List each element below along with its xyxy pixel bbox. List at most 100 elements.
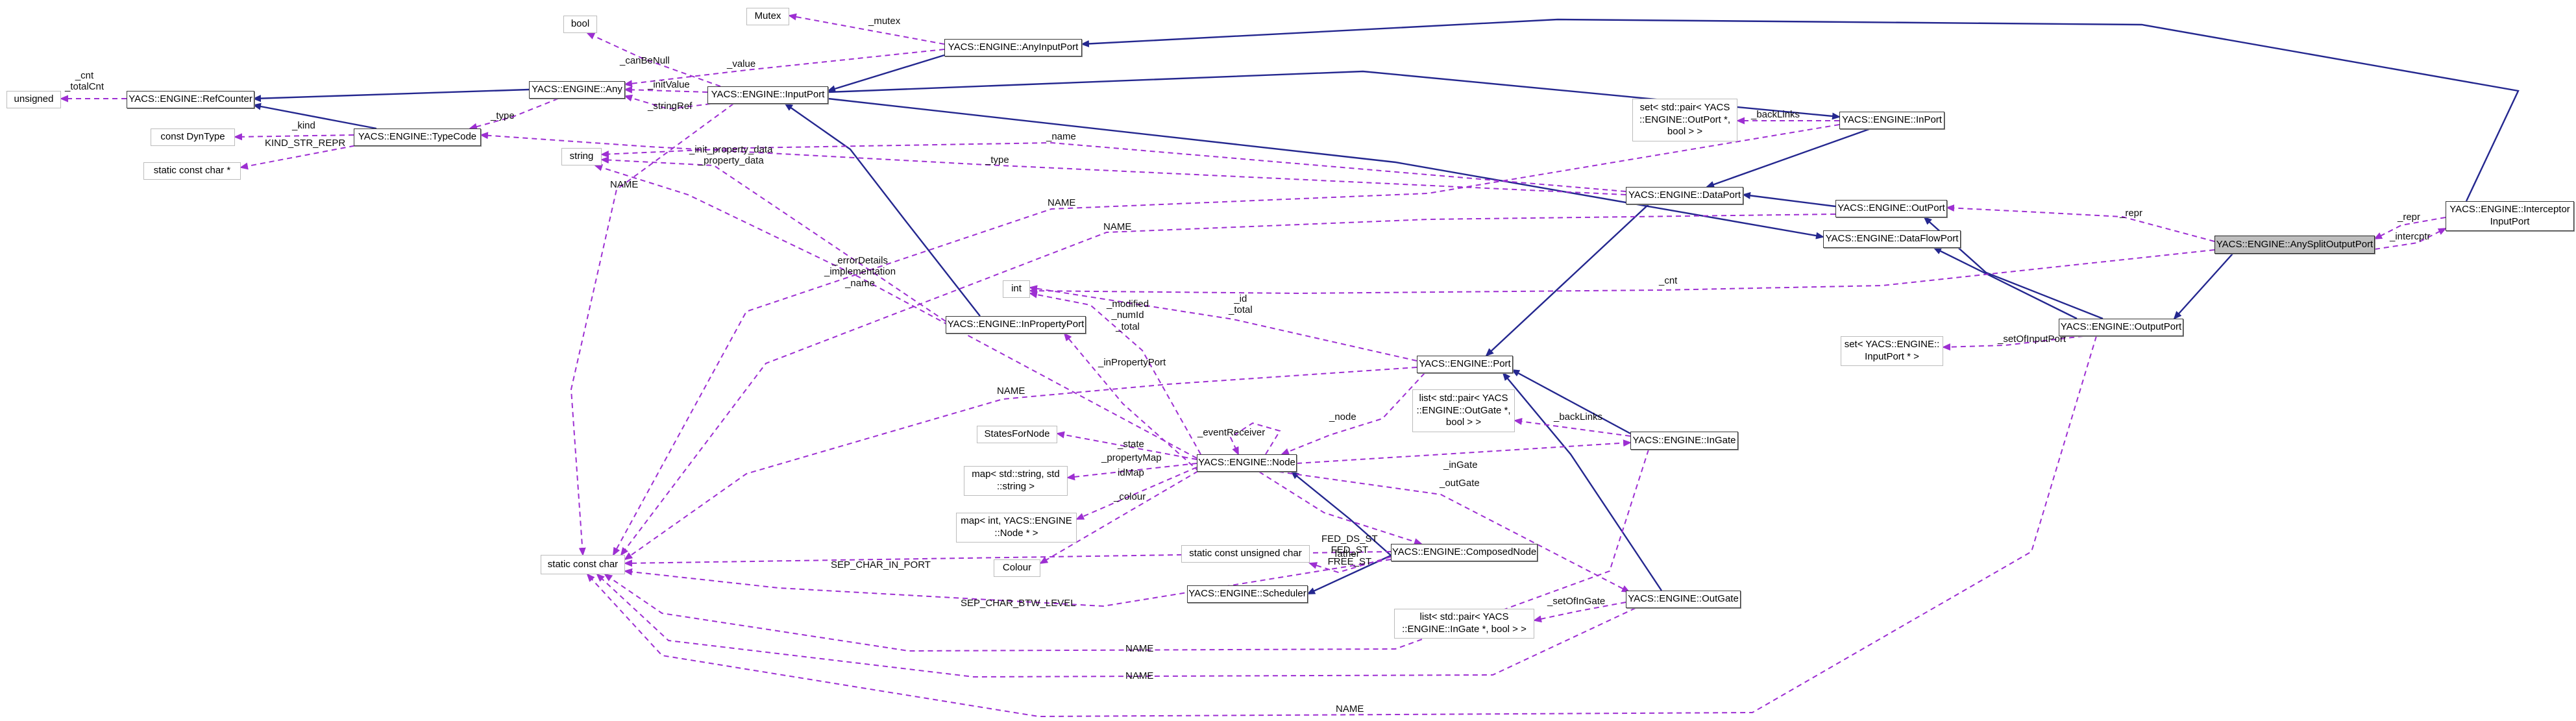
inheritance-edge-any-input-port-to-input-port <box>827 54 945 93</box>
edge-label-line: _value <box>727 58 756 69</box>
node-label-line: YACS::ENGINE::DataFlowPort <box>1825 233 1959 245</box>
node-data-port[interactable]: YACS::ENGINE::DataPort <box>1626 187 1743 204</box>
usage-edge-node-to-in-property-port <box>1063 332 1200 472</box>
node-port[interactable]: YACS::ENGINE::Port <box>1417 356 1513 373</box>
edge-label-kind-str-repr: KIND_STR_REPR <box>265 138 345 149</box>
edge-label-line: SEP_CHAR_BTW_LEVEL <box>961 598 1076 609</box>
edge-label-name: NAME <box>1125 643 1153 654</box>
node-list-ingate-pairs: list< std::pair< YACS::ENGINE::InGate *,… <box>1394 609 1534 639</box>
node-node[interactable]: YACS::ENGINE::Node <box>1197 454 1297 472</box>
node-label-line: InputPort <box>2490 216 2530 227</box>
node-type-code[interactable]: YACS::ENGINE::TypeCode <box>354 128 481 146</box>
usage-edge-in-port-to-static-const-char <box>613 124 1840 556</box>
edge-label--outgate: _outGate <box>1440 478 1480 489</box>
node-composed-node[interactable]: YACS::ENGINE::ComposedNode <box>1391 544 1538 561</box>
node-any-input-port[interactable]: YACS::ENGINE::AnyInputPort <box>944 39 1082 56</box>
node-scheduler[interactable]: YACS::ENGINE::Scheduler <box>1187 585 1308 603</box>
node-any[interactable]: YACS::ENGINE::Any <box>529 81 625 99</box>
edge-label-line: _stringRef <box>648 101 693 112</box>
usage-edge-any-split-output-port-to-out-port <box>1946 204 2215 242</box>
node-label-line: YACS::ENGINE::TypeCode <box>358 131 477 143</box>
node-in-port[interactable]: YACS::ENGINE::InPort <box>1839 112 1944 129</box>
node-label-line: list< std::pair< YACS <box>1419 611 1509 623</box>
node-label-line: bool > > <box>1667 126 1703 138</box>
edge-label-line: _outGate <box>1440 478 1480 489</box>
usage-edge-out-gate-to-list-ingate-pairs <box>1533 602 1626 623</box>
edge-label-line: _inGate <box>1443 459 1478 470</box>
edge-label-line: _cnt <box>1659 275 1678 286</box>
edge-label--kind: _kind <box>292 120 315 131</box>
edge-label-line: _father <box>1329 548 1360 559</box>
node-label-line: YACS::ENGINE::DataPort <box>1628 189 1741 201</box>
node-label-line: unsigned <box>14 93 54 105</box>
node-any-split-output-port[interactable]: YACS::ENGINE::AnySplitOutputPort <box>2214 236 2375 254</box>
node-input-port[interactable]: YACS::ENGINE::InputPort <box>707 86 828 104</box>
node-label-line: YACS::ENGINE::InGate <box>1632 434 1736 446</box>
node-in-gate[interactable]: YACS::ENGINE::InGate <box>1630 432 1738 450</box>
usage-edge-interceptor-input-port-to-any-split-output-port <box>2374 217 2446 239</box>
usage-edge-node-to-map-string-string <box>1066 463 1197 481</box>
edge-label-line: _modified <box>1107 299 1149 310</box>
node-ref-counter[interactable]: YACS::ENGINE::RefCounter <box>127 91 254 108</box>
edge-label-line: _implementation <box>824 266 896 278</box>
edge-label-sep-char-in-port: SEP_CHAR_IN_PORT <box>831 559 931 570</box>
edge-label-line: KIND_STR_REPR <box>265 138 346 149</box>
node-int: int <box>1003 280 1030 298</box>
edge-label-line: _type <box>985 154 1009 165</box>
node-states-for-node: StatesForNode <box>977 426 1057 443</box>
edge-label--eventreceiver: _eventReceiver <box>1197 427 1265 438</box>
node-label-line: YACS::ENGINE::OutputPort <box>2060 321 2182 333</box>
edge-label--state: _state <box>1118 439 1144 450</box>
node-label-line: Mutex <box>754 10 781 22</box>
edge-label--ingate: _inGate <box>1443 459 1478 470</box>
edge-label-line: _propertyMap <box>1101 452 1162 463</box>
usage-edge-port-to-int <box>1029 285 1417 361</box>
node-label-line: static const char * <box>153 165 231 177</box>
node-out-gate[interactable]: YACS::ENGINE::OutGate <box>1626 591 1741 608</box>
node-const-dyn-type: const DynType <box>151 128 235 146</box>
usage-edge-node-to-string <box>594 164 1197 459</box>
node-label-line: ::ENGINE::InGate *, bool > > <box>1402 624 1527 635</box>
node-colour: Colour <box>994 559 1040 577</box>
edge-label-line: _node <box>1329 411 1356 422</box>
node-label-line: YACS::ENGINE::Node <box>1198 457 1295 469</box>
node-out-port[interactable]: YACS::ENGINE::OutPort <box>1835 200 1947 217</box>
edge-label--value: _value <box>727 58 755 69</box>
usage-edge-output-port-to-set-input-port <box>1942 336 2084 351</box>
edge-label--backlinks: _backLinks <box>1751 109 1800 120</box>
edge-label-name: NAME <box>997 385 1025 397</box>
node-output-port[interactable]: YACS::ENGINE::OutputPort <box>2059 319 2183 336</box>
usage-edge-node-to-colour <box>1039 470 1199 565</box>
edge-label-line: NAME <box>610 179 639 190</box>
node-bool: bool <box>563 16 597 33</box>
node-label-line: bool <box>570 18 590 30</box>
edge-label-line: _cnt <box>75 70 94 81</box>
edge-label-line: _canBeNull <box>620 55 670 66</box>
edge-label-line: _name <box>845 277 875 289</box>
node-label-line: string <box>569 151 594 162</box>
inheritance-edge-in-gate-to-port <box>1511 369 1631 435</box>
node-label-line: bool > > <box>1445 417 1482 428</box>
inheritance-edge-input-port-to-data-flow-port <box>828 97 1824 239</box>
edge-label-line: _repr <box>2120 208 2143 219</box>
node-in-property-port[interactable]: YACS::ENGINE::InPropertyPort <box>946 316 1086 334</box>
node-data-flow-port[interactable]: YACS::ENGINE::DataFlowPort <box>1823 230 1961 248</box>
node-label-line: YACS::ENGINE::Scheduler <box>1188 588 1306 600</box>
node-static-const-unsigned-char: static const unsigned char <box>1181 545 1310 563</box>
edge-label--intercptr: _intercptr <box>2390 231 2431 242</box>
edge-label-line: idMap <box>1118 467 1144 478</box>
edge-label-line: _type <box>491 110 515 121</box>
node-label-line: Colour <box>1002 562 1032 574</box>
node-mutex: Mutex <box>746 8 789 25</box>
edge-label-line: _totalCnt <box>65 81 104 93</box>
usage-edge-any-to-type-code <box>469 98 559 130</box>
node-label-line: YACS::ENGINE::Interceptor <box>2449 204 2570 215</box>
edge-label--cnt: _cnt <box>1659 275 1677 286</box>
edge-label-line: FED_DS_ST <box>1321 533 1378 544</box>
usage-edge-node-to-composed-node <box>1258 471 1423 545</box>
inheritance-edge-type-code-to-ref-counter <box>252 103 377 130</box>
node-label-line: ::string > <box>997 481 1035 492</box>
inheritance-edge-out-port-to-data-port <box>1742 191 1836 208</box>
